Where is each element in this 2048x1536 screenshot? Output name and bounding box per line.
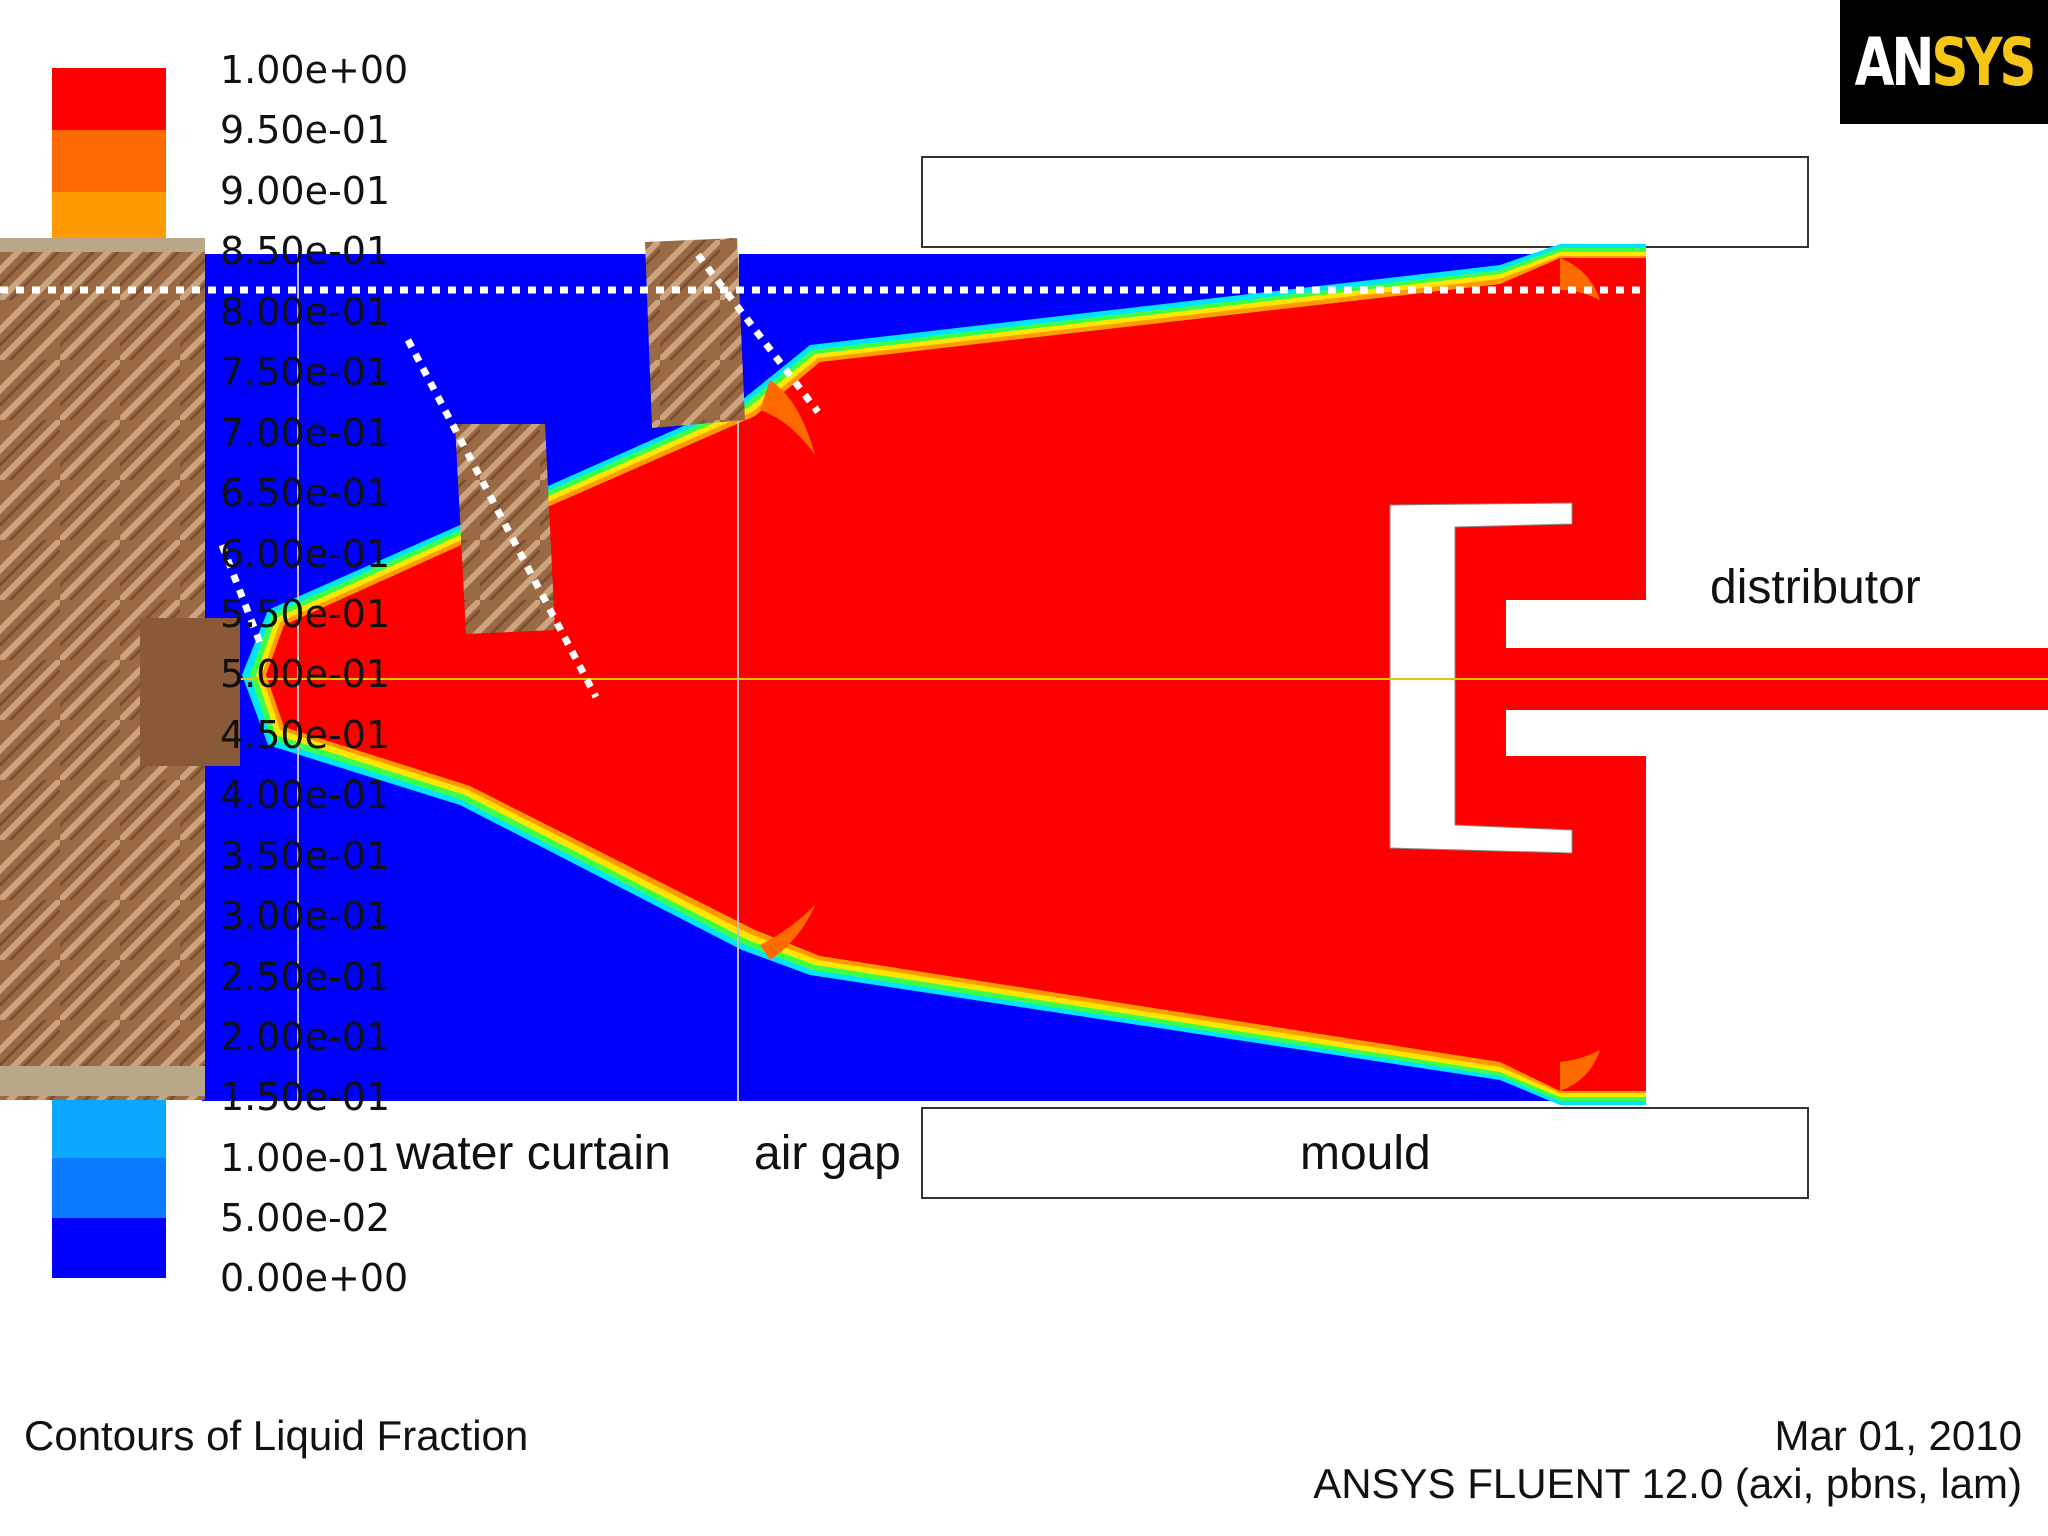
distributor-gap-lower	[1506, 710, 2048, 1100]
dotted-guide-top-slant	[695, 252, 821, 415]
legend-label: 2.00e-01	[220, 1015, 391, 1059]
distributor-label: distributor	[1710, 561, 1921, 614]
legend-label: 7.50e-01	[220, 350, 391, 394]
legend-label: 5.50e-01	[220, 592, 391, 636]
water-curtain-label: water curtain	[396, 1127, 671, 1180]
dotted-guide-middle-slant	[404, 338, 600, 699]
logo-text-part2: SYS	[1931, 23, 2036, 101]
legend-label: 7.00e-01	[220, 411, 391, 455]
legend-label: 6.00e-01	[220, 532, 391, 576]
legend-swatch-light-orange	[52, 192, 166, 240]
legend-label: 9.00e-01	[220, 169, 391, 213]
liquid-pool	[266, 258, 1646, 1091]
legend-swatch-orange	[52, 130, 166, 192]
legend-label: 6.50e-01	[220, 471, 391, 515]
legend-label: 8.00e-01	[220, 290, 391, 334]
legend-label: 5.00e-01	[220, 652, 391, 696]
plot-title: Contours of Liquid Fraction	[24, 1412, 529, 1459]
legend-swatch-blue	[52, 1218, 166, 1278]
liquid-finger-lower	[760, 905, 815, 960]
legend-label: 9.50e-01	[220, 108, 391, 152]
legend-label: 1.50e-01	[220, 1075, 391, 1119]
legend-label: 5.00e-02	[220, 1196, 391, 1240]
air-gap-label: air gap	[754, 1127, 901, 1180]
copper-block-top	[645, 238, 745, 428]
liquid-tip-bottom-right	[1560, 1050, 1600, 1091]
legend-label: 3.00e-01	[220, 894, 391, 938]
legend-label: 8.50e-01	[220, 229, 391, 273]
legend-swatch-light-blue	[52, 1158, 166, 1218]
copper-block-left-bottom-edge	[0, 1066, 205, 1096]
plot-date: Mar 01, 2010	[1774, 1412, 2023, 1459]
software-info: ANSYS FLUENT 12.0 (axi, pbns, lam)	[1313, 1460, 2022, 1507]
legend-swatch-cyan	[52, 1098, 166, 1158]
copper-block-nozzle	[140, 618, 240, 766]
legend-label: 0.00e+00	[220, 1256, 409, 1300]
mould-top-box	[921, 156, 1809, 248]
legend-label: 2.50e-01	[220, 955, 391, 999]
legend-label: 1.00e+00	[220, 48, 409, 92]
distributor-block	[1389, 502, 1573, 854]
legend-label: 4.00e-01	[220, 773, 391, 817]
legend-label: 3.50e-01	[220, 834, 391, 878]
legend-swatch-red	[52, 68, 166, 130]
copper-block-left-top-edge	[0, 238, 205, 252]
legend-label: 4.50e-01	[220, 713, 391, 757]
logo-text-part1: AN	[1854, 23, 1935, 101]
mould-bottom-box	[921, 1107, 1809, 1199]
liquid-finger-upper	[760, 380, 815, 455]
mould-label: mould	[1300, 1127, 1431, 1180]
distributor-gap-upper	[1506, 254, 2048, 648]
legend-label: 1.00e-01	[220, 1136, 391, 1180]
dotted-guide-left-slant	[218, 543, 266, 650]
